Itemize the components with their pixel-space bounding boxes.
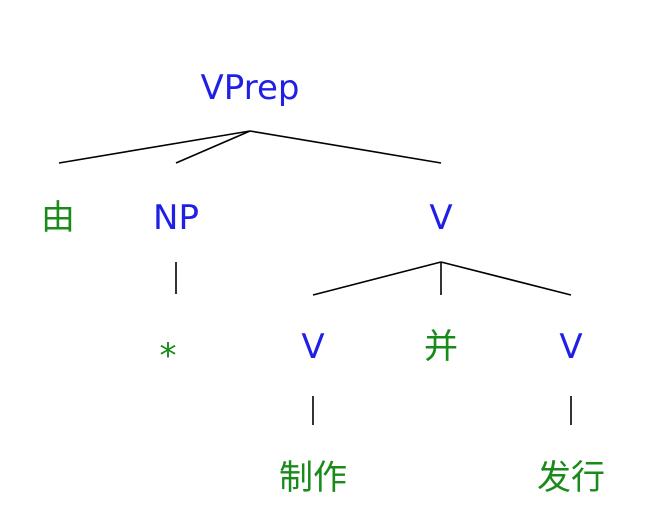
node-v-top: V <box>429 198 452 238</box>
edge-v-v-right <box>440 261 572 296</box>
edge-vprep-you <box>58 130 251 164</box>
tree-nodes: VPrep 由 NP V * V 并 V 制作 发行 <box>41 68 605 498</box>
edge-vprep-v <box>249 130 442 164</box>
node-you: 由 <box>41 198 75 238</box>
node-vprep: VPrep <box>201 68 300 108</box>
node-faxing: 发行 <box>537 458 605 498</box>
tree-edges <box>58 130 572 425</box>
node-zhizuo: 制作 <box>279 458 347 498</box>
node-asterisk: * <box>160 336 177 376</box>
node-np: NP <box>153 198 199 238</box>
edge-vprep-np <box>175 130 251 164</box>
edge-v-v-left <box>312 261 442 296</box>
node-bing: 并 <box>424 327 458 367</box>
node-v-right: V <box>559 327 582 367</box>
node-v-left: V <box>301 327 324 367</box>
